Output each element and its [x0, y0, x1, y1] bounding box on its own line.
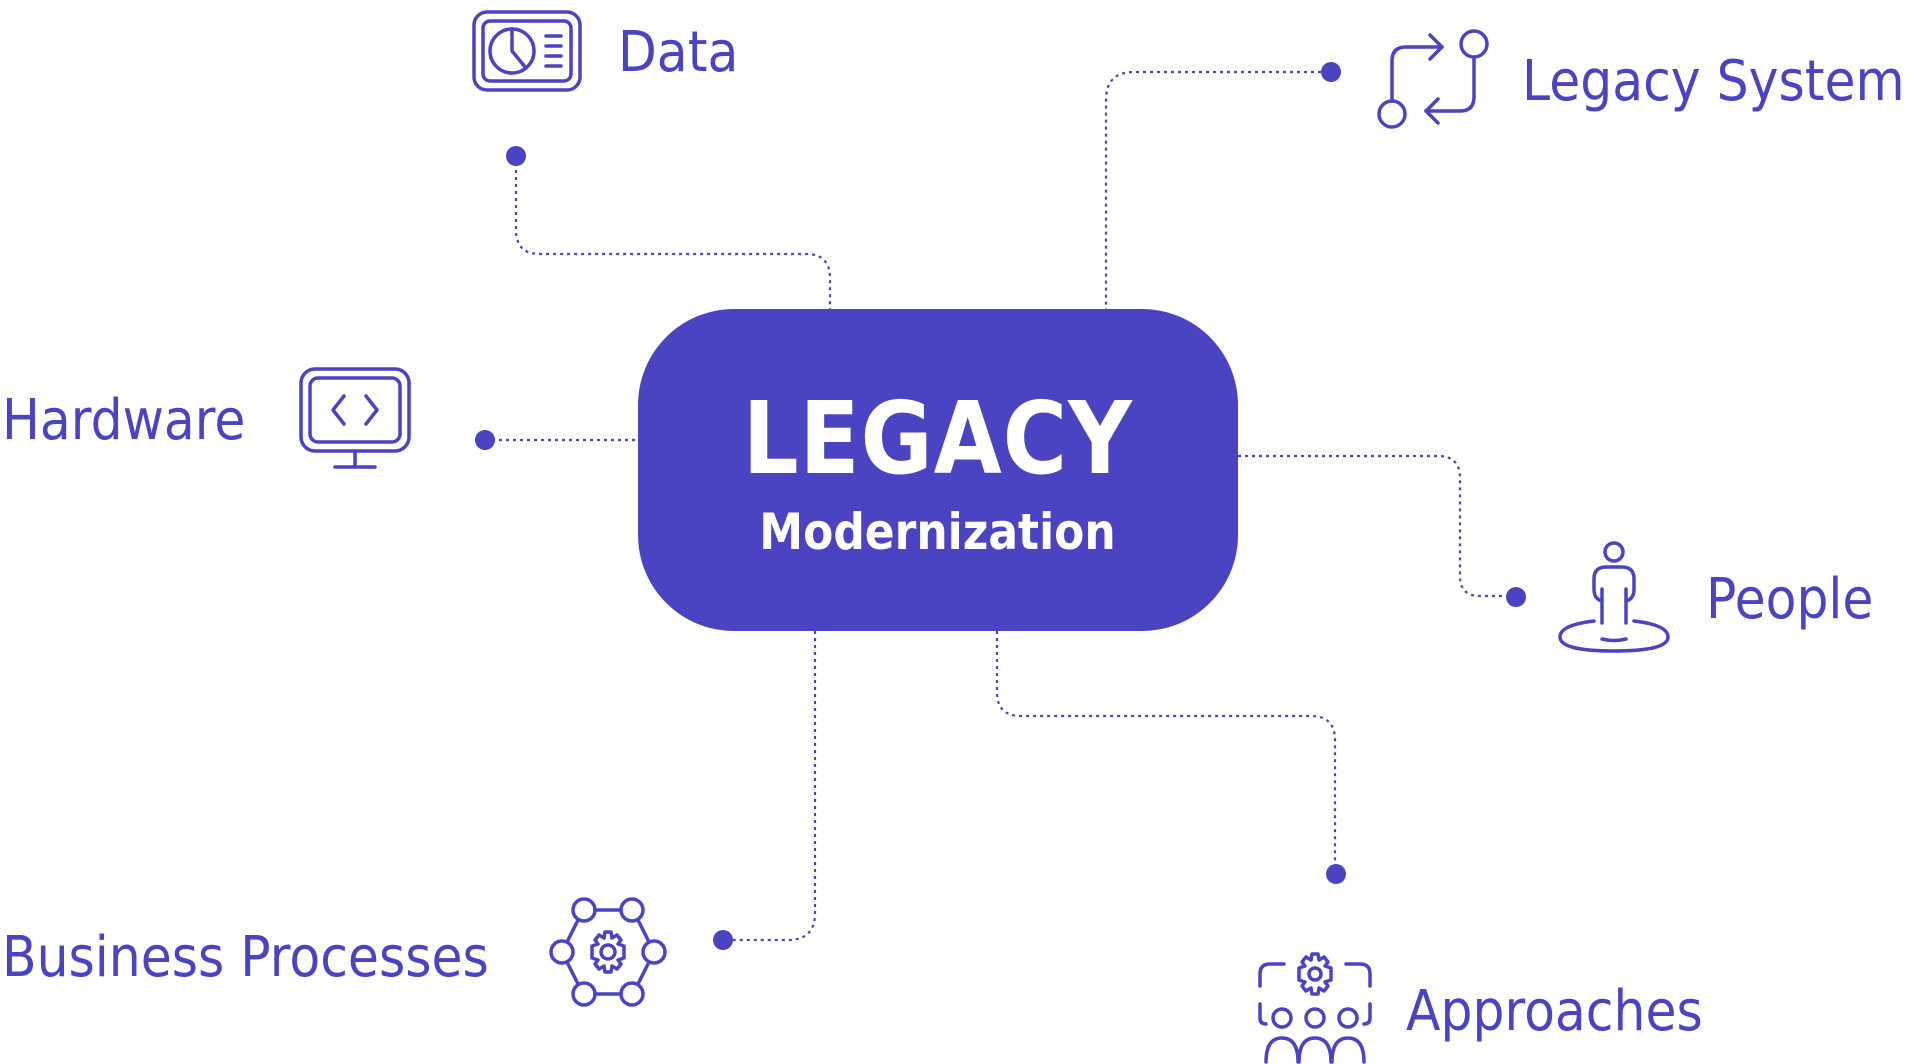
gear-network-icon [549, 897, 667, 1007]
swap-arrows-nodes-icon [1374, 25, 1494, 137]
connector-dot-data [506, 146, 526, 166]
connector-dot-business-processes [713, 930, 733, 950]
node-label-hardware: Hardware [2, 388, 246, 453]
monitor-code-icon [299, 367, 411, 471]
node-label-data: Data [618, 20, 739, 85]
connector-approaches [995, 631, 1337, 874]
person-on-platform-icon [1556, 541, 1672, 657]
node-label-business-processes: Business Processes [2, 925, 489, 990]
connector-legacy-system [1104, 70, 1328, 309]
legacy-modernization-hub: LEGACY Modernization [638, 309, 1238, 631]
team-gear-icon [1258, 952, 1372, 1064]
connector-dot-people [1506, 587, 1526, 607]
connector-dot-legacy-system [1321, 62, 1341, 82]
connector-dot-approaches [1326, 864, 1346, 884]
hub-title: LEGACY [742, 380, 1134, 497]
connector-people [1238, 454, 1516, 598]
connector-business-processes [723, 631, 817, 942]
node-label-legacy-system: Legacy System [1522, 49, 1905, 114]
node-label-approaches: Approaches [1406, 979, 1703, 1044]
node-label-people: People [1706, 567, 1874, 632]
connector-data [514, 156, 832, 309]
pie-chart-dashboard-icon [472, 10, 582, 92]
connector-dot-hardware [475, 430, 495, 450]
hub-subtitle: Modernization [759, 503, 1117, 561]
